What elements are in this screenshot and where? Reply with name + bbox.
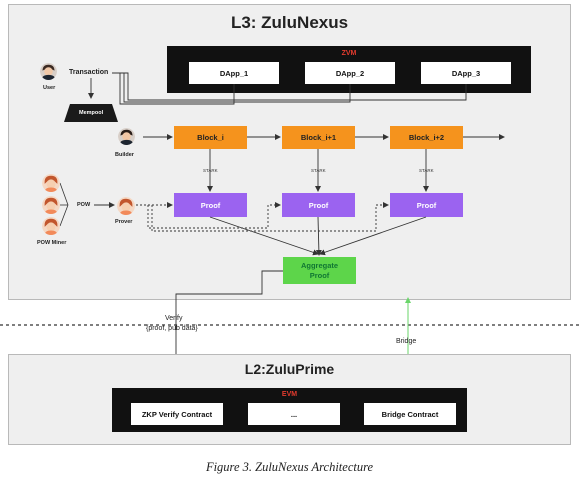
pow-miner-avatar-3: [42, 217, 60, 235]
prover-label: Prover: [115, 219, 133, 225]
zvm-label: ZVM: [341, 50, 357, 57]
stark-label-3: STARK: [419, 168, 434, 173]
mempool-shape: [64, 104, 118, 122]
evm-label: EVM: [281, 391, 298, 398]
builder-label: Builder: [115, 152, 134, 158]
zkp-verify-contract-card: ZKP Verify Contract: [131, 403, 223, 425]
bridge-arrowhead: [405, 297, 411, 303]
transaction-lines: [112, 72, 467, 105]
miner-line-3: [59, 204, 69, 227]
stark-label-1: STARK: [203, 168, 218, 173]
block-i-plus-2: Block_i+2: [390, 126, 463, 149]
user-avatar: [40, 63, 57, 80]
verify-payload-label: {proof, pub data}: [146, 325, 198, 332]
proof2-to-agg: [315, 216, 322, 256]
block-i: Block_i: [174, 126, 247, 149]
l3-title: L3: ZuluNexus: [230, 13, 349, 32]
stark-label-2: STARK: [311, 168, 326, 173]
verify-arrow: [173, 270, 283, 402]
prover-to-proof-2: [147, 202, 281, 229]
prover-avatar: [117, 197, 135, 215]
miner-line-1: [59, 182, 69, 206]
dapp-3-card: DApp_3: [421, 62, 511, 84]
transaction-label: Transaction: [69, 69, 109, 76]
dapp-2-card: DApp_2: [305, 62, 395, 84]
proof-2: Proof: [282, 193, 355, 217]
proof1-to-agg: [209, 216, 319, 256]
block-i-plus-1: Block_i+1: [282, 126, 355, 149]
ellipsis-contract-card: ...: [248, 403, 340, 425]
pow-miner-label: POW Miner: [37, 240, 67, 246]
figure-caption: Figure 3. ZuluNexus Architecture: [205, 460, 374, 474]
aggregate-line-1: Aggregate: [300, 261, 339, 271]
prover-to-proof-3: [151, 202, 389, 232]
mempool-label: Mempool: [79, 110, 104, 116]
l2-title: L2:ZuluPrime: [244, 361, 335, 377]
aggregate-line-2: Proof: [309, 270, 330, 280]
dapp-1-card: DApp_1: [189, 62, 279, 84]
proof-3: Proof: [390, 193, 463, 217]
pow-miner-avatar-1: [42, 174, 60, 192]
proof-1: Proof: [174, 193, 247, 217]
pow-label: POW: [77, 202, 91, 208]
pow-miner-avatar-2: [42, 196, 60, 214]
user-label: User: [43, 85, 56, 91]
verify-label: Verify: [165, 315, 183, 322]
bridge-contract-card: Bridge Contract: [364, 403, 456, 425]
builder-avatar: [118, 128, 135, 145]
proof3-to-agg: [319, 216, 427, 256]
aggregate-proof: Aggregate Proof: [283, 257, 356, 284]
bridge-label: Bridge: [396, 338, 417, 345]
